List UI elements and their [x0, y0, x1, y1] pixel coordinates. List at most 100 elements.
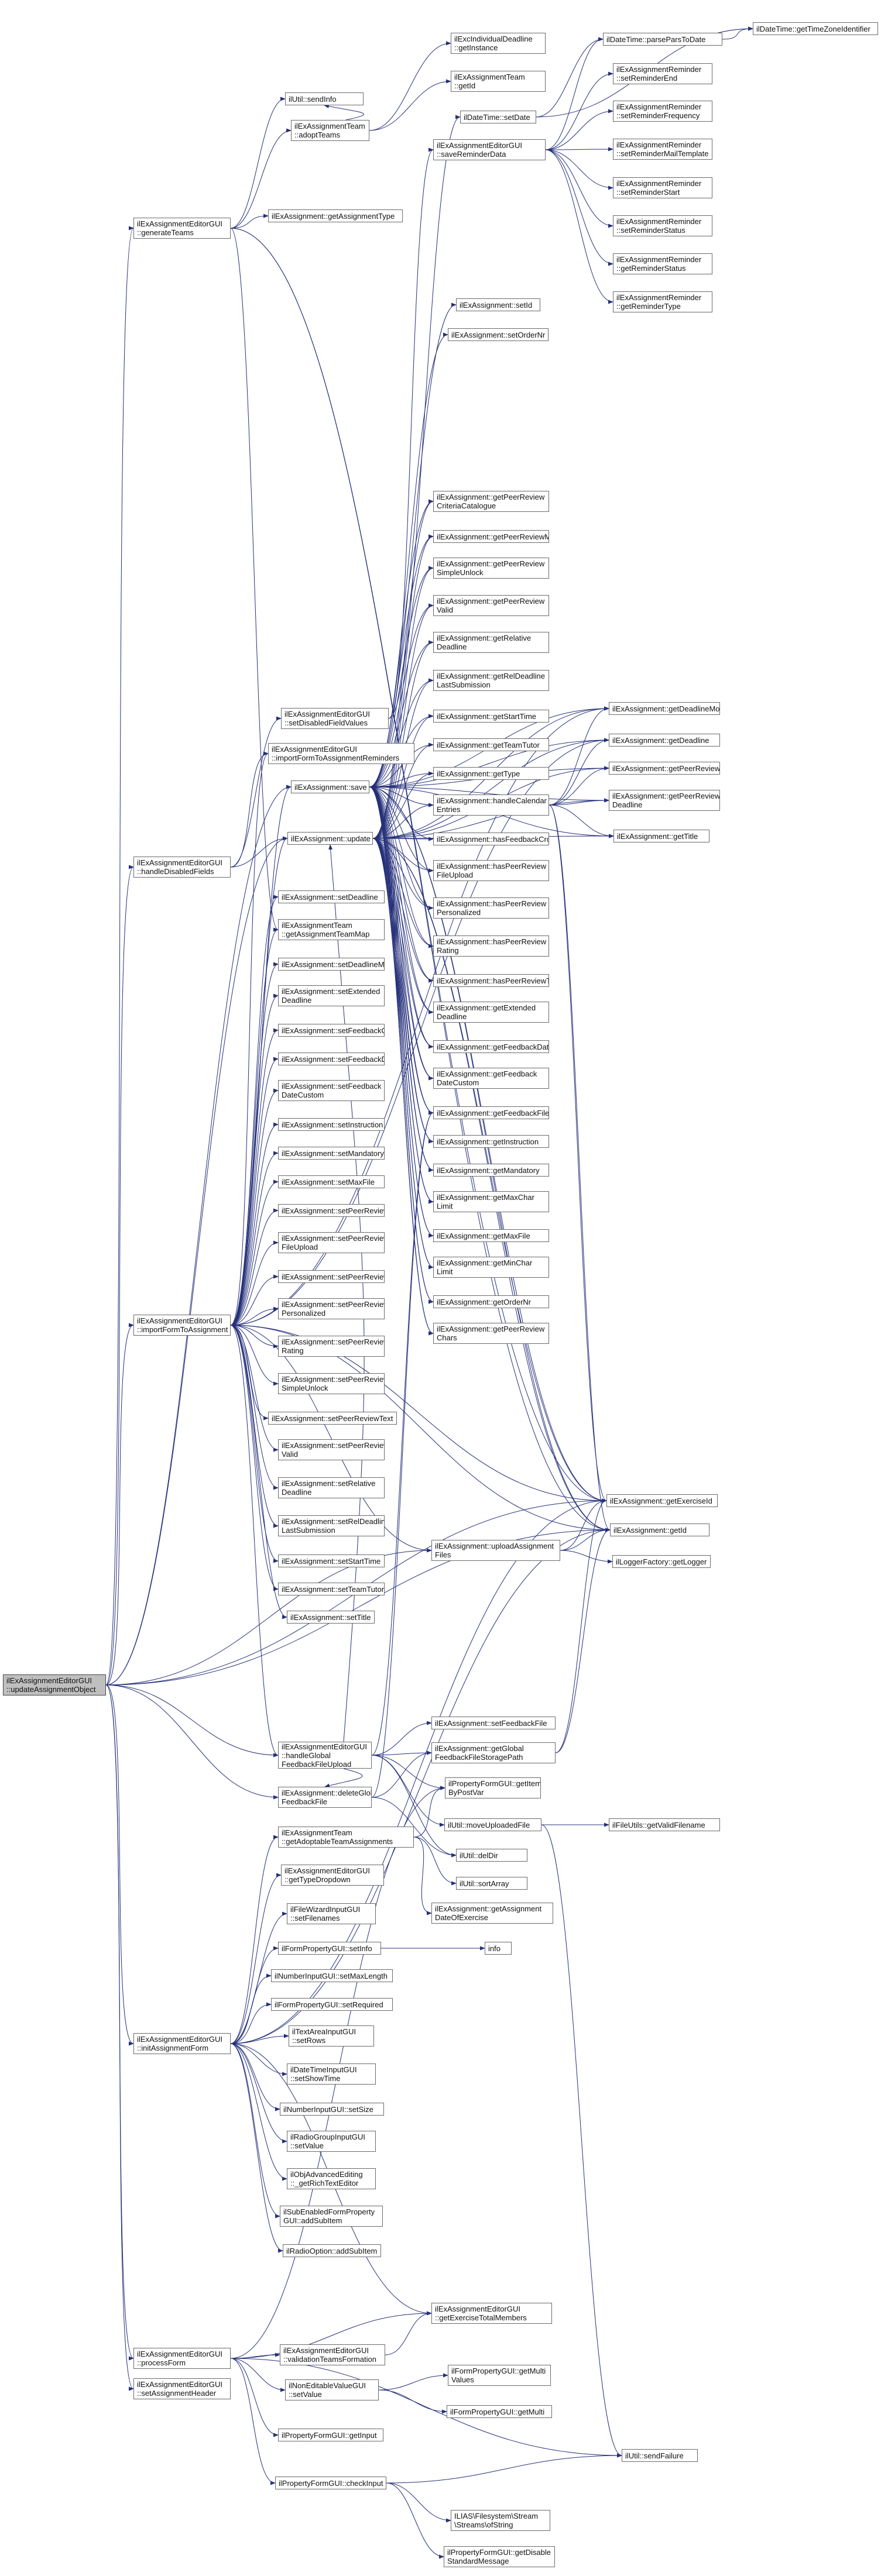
node-assignment-save[interactable]: ilExAssignment::save [291, 780, 369, 793]
node-assignment-set-order-nr[interactable]: ilExAssignment::setOrderNr [448, 328, 549, 341]
node-has-feedback-cron[interactable]: ilExAssignment::hasFeedbackCron [433, 833, 549, 845]
node-datetime-set-date[interactable]: ilDateTime::setDate [460, 111, 536, 123]
node-util-sort-array[interactable]: ilUtil::sortArray [456, 1877, 527, 1890]
node-reminder-set-mail-template[interactable]: ilExAssignmentReminder ::setReminderMail… [613, 139, 712, 160]
node-form-property-set-required[interactable]: ilFormPropertyGUI::setRequired [271, 1998, 393, 2011]
node-form-get-multi[interactable]: ilFormPropertyGUI::getMulti [447, 2405, 552, 2418]
node-init-assignment-form[interactable]: ilExAssignmentEditorGUI ::initAssignment… [133, 2033, 231, 2054]
node-datetime-parse-pars-to-date[interactable]: ilDateTime::parseParsToDate [603, 33, 722, 46]
node-set-max-file[interactable]: ilExAssignment::setMaxFile [278, 1175, 385, 1188]
node-set-relative-deadline[interactable]: ilExAssignment::setRelative Deadline [278, 1477, 385, 1498]
node-get-peer-review-deadline[interactable]: ilExAssignment::getPeerReview Deadline [609, 790, 720, 811]
node-radio-group-set-value[interactable]: ilRadioGroupInputGUI ::setValue [287, 2131, 376, 2152]
node-util-send-info[interactable]: ilUtil::sendInfo [285, 92, 364, 105]
node-filesystem-stream-of-string[interactable]: ILIAS\Filesystem\Stream \Streams\ofStrin… [451, 2510, 550, 2531]
node-number-input-set-max-length[interactable]: ilNumberInputGUI::setMaxLength [271, 1969, 393, 1982]
node-delete-global-feedback-file[interactable]: ilExAssignment::deleteGlobal FeedbackFil… [278, 1787, 372, 1808]
node-util-send-failure[interactable]: ilUtil::sendFailure [622, 2449, 698, 2462]
node-handle-calendar-entries[interactable]: ilExAssignment::handleCalendar Entries [433, 795, 549, 816]
node-datetime-input-set-show-time[interactable]: ilDateTimeInputGUI ::setShowTime [287, 2063, 376, 2085]
node-set-extended-deadline[interactable]: ilExAssignment::setExtended Deadline [278, 985, 385, 1006]
node-reminder-set-end[interactable]: ilExAssignmentReminder ::setReminderEnd [613, 63, 712, 84]
node-set-peer-review-min[interactable]: ilExAssignment::setPeerReviewMin [278, 1270, 385, 1283]
node-file-wizard-set-filenames[interactable]: ilFileWizardInputGUI ::setFilenames [287, 1903, 376, 1924]
node-datetime-timezone-identifier[interactable]: ilDateTime::getTimeZoneIdentifier [753, 22, 878, 35]
node-individual-deadline-instance[interactable]: ilExcIndividualDeadline ::getInstance [451, 33, 546, 54]
node-set-deadline-mode[interactable]: ilExAssignment::setDeadlineMode [278, 958, 385, 971]
node-non-editable-set-value[interactable]: ilNonEditableValueGUI ::setValue [285, 2379, 379, 2400]
node-get-max-file[interactable]: ilExAssignment::getMaxFile [433, 1229, 549, 1242]
node-get-max-char-limit[interactable]: ilExAssignment::getMaxChar Limit [433, 1191, 549, 1212]
node-team-get-id[interactable]: ilExAssignmentTeam ::getId [451, 71, 546, 92]
node-set-mandatory[interactable]: ilExAssignment::setMandatory [278, 1147, 385, 1160]
node-reminder-set-start[interactable]: ilExAssignmentReminder ::setReminderStar… [613, 177, 712, 198]
node-get-order-nr[interactable]: ilExAssignment::getOrderNr [433, 1295, 549, 1308]
node-set-rel-deadline-last-submission[interactable]: ilExAssignment::setRelDeadline LastSubmi… [278, 1515, 385, 1536]
node-rich-text-editor[interactable]: ilObjAdvancedEditing ::_getRichTextEdito… [287, 2168, 376, 2189]
node-logger-factory-get-logger[interactable]: ilLoggerFactory::getLogger [612, 1555, 711, 1568]
node-get-peer-review-min[interactable]: ilExAssignment::getPeerReviewMin [433, 530, 549, 543]
node-validation-teams-formation[interactable]: ilExAssignmentEditorGUI ::validationTeam… [280, 2344, 385, 2365]
node-sub-enabled-add-sub-item[interactable]: ilSubEnabledFormProperty GUI::addSubItem [280, 2206, 383, 2227]
node-import-form-to-assignment[interactable]: ilExAssignmentEditorGUI ::importFormToAs… [133, 1315, 231, 1336]
node-has-peer-review-rating[interactable]: ilExAssignment::hasPeerReview Rating [433, 936, 549, 957]
node-info[interactable]: info [485, 1942, 512, 1955]
node-import-form-to-assignment-reminders[interactable]: ilExAssignmentEditorGUI ::importFormToAs… [268, 743, 414, 764]
node-get-team-tutor[interactable]: ilExAssignment::getTeamTutor [433, 738, 549, 751]
node-set-assignment-header[interactable]: ilExAssignmentEditorGUI ::setAssignmentH… [133, 2378, 231, 2399]
node-get-exercise-id[interactable]: ilExAssignment::getExerciseId [606, 1494, 718, 1507]
node-root-update-assignment-object[interactable]: ilExAssignmentEditorGUI ::updateAssignme… [3, 1674, 106, 1695]
node-set-peer-review[interactable]: ilExAssignment::setPeerReview [278, 1204, 385, 1217]
node-set-peer-review-rating[interactable]: ilExAssignment::setPeerReview Rating [278, 1336, 385, 1357]
node-set-peer-review-file-upload[interactable]: ilExAssignment::setPeerReview FileUpload [278, 1232, 385, 1253]
node-has-peer-review-text[interactable]: ilExAssignment::hasPeerReviewText [433, 974, 549, 987]
node-get-type[interactable]: ilExAssignment::getType [433, 767, 549, 780]
node-set-peer-review-text[interactable]: ilExAssignment::setPeerReviewText [268, 1412, 397, 1425]
node-util-del-dir[interactable]: ilUtil::delDir [456, 1849, 527, 1862]
node-form-get-item-by-post-var[interactable]: ilPropertyFormGUI::getItem ByPostVar [445, 1777, 541, 1798]
node-form-get-input[interactable]: ilPropertyFormGUI::getInput [278, 2429, 383, 2441]
node-form-get-disable-standard-message[interactable]: ilPropertyFormGUI::getDisable StandardMe… [444, 2546, 555, 2567]
node-set-title[interactable]: ilExAssignment::setTitle [287, 1611, 375, 1624]
node-set-deadline[interactable]: ilExAssignment::setDeadline [278, 890, 385, 903]
node-get-peer-review-chars[interactable]: ilExAssignment::getPeerReview Chars [433, 1323, 549, 1344]
node-set-peer-review-valid[interactable]: ilExAssignment::setPeerReview Valid [278, 1439, 385, 1460]
node-team-adopt-teams[interactable]: ilExAssignmentTeam ::adoptTeams [291, 120, 369, 141]
node-textarea-set-rows[interactable]: ilTextAreaInputGUI ::setRows [289, 2025, 374, 2047]
node-get-deadline[interactable]: ilExAssignment::getDeadline [609, 734, 720, 747]
node-reminder-get-type[interactable]: ilExAssignmentReminder ::getReminderType [613, 291, 712, 312]
node-team-adoptable-team-assignments[interactable]: ilExAssignmentTeam ::getAdoptableTeamAss… [278, 1827, 414, 1848]
node-get-peer-review[interactable]: ilExAssignment::getPeerReview [609, 762, 720, 775]
node-get-exercise-total-members[interactable]: ilExAssignmentEditorGUI ::getExerciseTot… [431, 2303, 552, 2324]
node-set-team-tutor[interactable]: ilExAssignment::setTeamTutor [278, 1583, 385, 1595]
node-set-disabled-field-values[interactable]: ilExAssignmentEditorGUI ::setDisabledFie… [281, 708, 389, 729]
node-get-feedback-file[interactable]: ilExAssignment::getFeedbackFile [433, 1106, 549, 1119]
node-get-instruction[interactable]: ilExAssignment::getInstruction [433, 1135, 549, 1148]
node-set-feedback-date-custom[interactable]: ilExAssignment::setFeedback DateCustom [278, 1080, 385, 1101]
node-handle-disabled-fields[interactable]: ilExAssignmentEditorGUI ::handleDisabled… [133, 857, 231, 878]
node-get-title[interactable]: ilExAssignment::getTitle [613, 830, 709, 842]
node-has-peer-review-file-upload[interactable]: ilExAssignment::hasPeerReview FileUpload [433, 860, 549, 881]
node-set-peer-review-personalized[interactable]: ilExAssignment::setPeerReview Personaliz… [278, 1298, 385, 1319]
node-get-relative-deadline[interactable]: ilExAssignment::getRelative Deadline [433, 632, 549, 653]
node-form-get-multi-values[interactable]: ilFormPropertyGUI::getMulti Values [448, 2365, 551, 2386]
node-form-property-set-info[interactable]: ilFormPropertyGUI::setInfo [278, 1942, 381, 1955]
node-util-move-uploaded-file[interactable]: ilUtil::moveUploadedFile [444, 1818, 541, 1831]
node-assignment-update[interactable]: ilExAssignment::update [287, 832, 373, 845]
node-team-assignment-team-map[interactable]: ilExAssignmentTeam ::getAssignmentTeamMa… [278, 919, 385, 940]
node-process-form[interactable]: ilExAssignmentEditorGUI ::processForm [133, 2348, 231, 2369]
node-global-feedback-file-storage-path[interactable]: ilExAssignment::getGlobal FeedbackFileSt… [431, 1742, 556, 1763]
node-handle-global-feedback-file-upload[interactable]: ilExAssignmentEditorGUI ::handleGlobal F… [278, 1742, 372, 1769]
node-reminder-set-frequency[interactable]: ilExAssignmentReminder ::setReminderFreq… [613, 101, 712, 122]
node-upload-assignment-files[interactable]: ilExAssignment::uploadAssignment Files [431, 1540, 560, 1561]
node-get-id[interactable]: ilExAssignment::getId [610, 1523, 709, 1536]
node-reminder-set-status[interactable]: ilExAssignmentReminder ::setReminderStat… [613, 215, 712, 236]
node-has-peer-review-personalized[interactable]: ilExAssignment::hasPeerReview Personaliz… [433, 897, 549, 919]
node-set-peer-review-simple-unlock[interactable]: ilExAssignment::setPeerReview SimpleUnlo… [278, 1373, 385, 1394]
node-set-feedback-file[interactable]: ilExAssignment::setFeedbackFile [431, 1717, 556, 1729]
node-get-extended-deadline[interactable]: ilExAssignment::getExtended Deadline [433, 1002, 549, 1023]
node-get-min-char-limit[interactable]: ilExAssignment::getMinChar Limit [433, 1257, 549, 1278]
node-get-deadline-mode[interactable]: ilExAssignment::getDeadlineMode [609, 702, 720, 715]
node-reminder-get-status[interactable]: ilExAssignmentReminder ::getReminderStat… [613, 253, 712, 274]
